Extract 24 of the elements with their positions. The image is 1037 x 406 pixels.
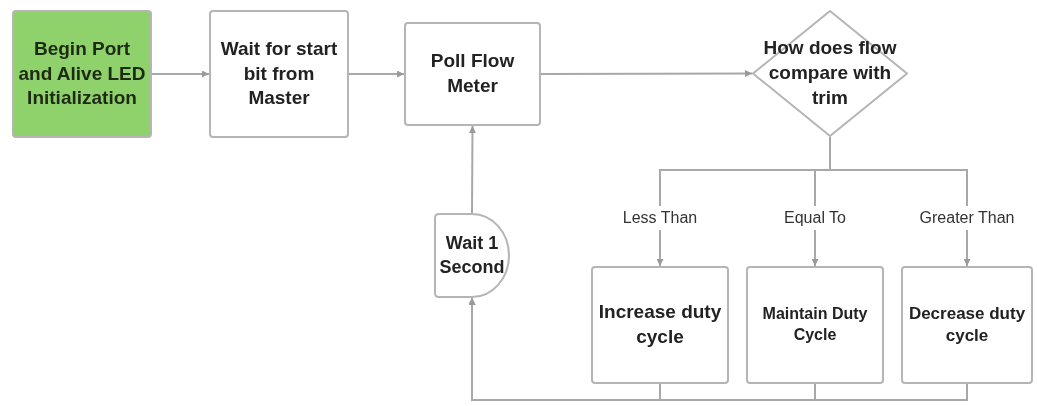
connector-arrow bbox=[468, 125, 476, 214]
connector-arrow bbox=[151, 70, 210, 78]
process-box bbox=[209, 10, 349, 138]
process-box bbox=[591, 266, 729, 384]
node-text: Wait 1 Second bbox=[438, 232, 506, 279]
decision-diamond bbox=[752, 10, 908, 137]
node-text: How does flow compare with trim bbox=[762, 36, 898, 110]
node-text: Poll Flow Meter bbox=[429, 49, 516, 98]
node-text: Decrease duty cycle bbox=[907, 302, 1027, 347]
delay-shape bbox=[434, 213, 510, 298]
process-box bbox=[404, 22, 541, 126]
node-text: Increase duty cycle bbox=[597, 300, 723, 349]
process-box bbox=[746, 266, 884, 384]
process-box bbox=[12, 10, 152, 138]
process-box bbox=[901, 266, 1033, 384]
connector-arrow bbox=[468, 297, 968, 401]
connector-arrow bbox=[540, 70, 753, 77]
connector-arrow bbox=[348, 70, 405, 78]
node-text: Wait for start bit from Master bbox=[219, 36, 339, 111]
node-text: Maintain Duty Cycle bbox=[761, 304, 869, 345]
connector-arrow bbox=[829, 136, 971, 267]
edge-label: Equal To bbox=[782, 206, 848, 230]
edge-label: Greater Than bbox=[917, 206, 1017, 230]
node-text: Begin Port and Alive LED Initialization bbox=[18, 36, 146, 111]
